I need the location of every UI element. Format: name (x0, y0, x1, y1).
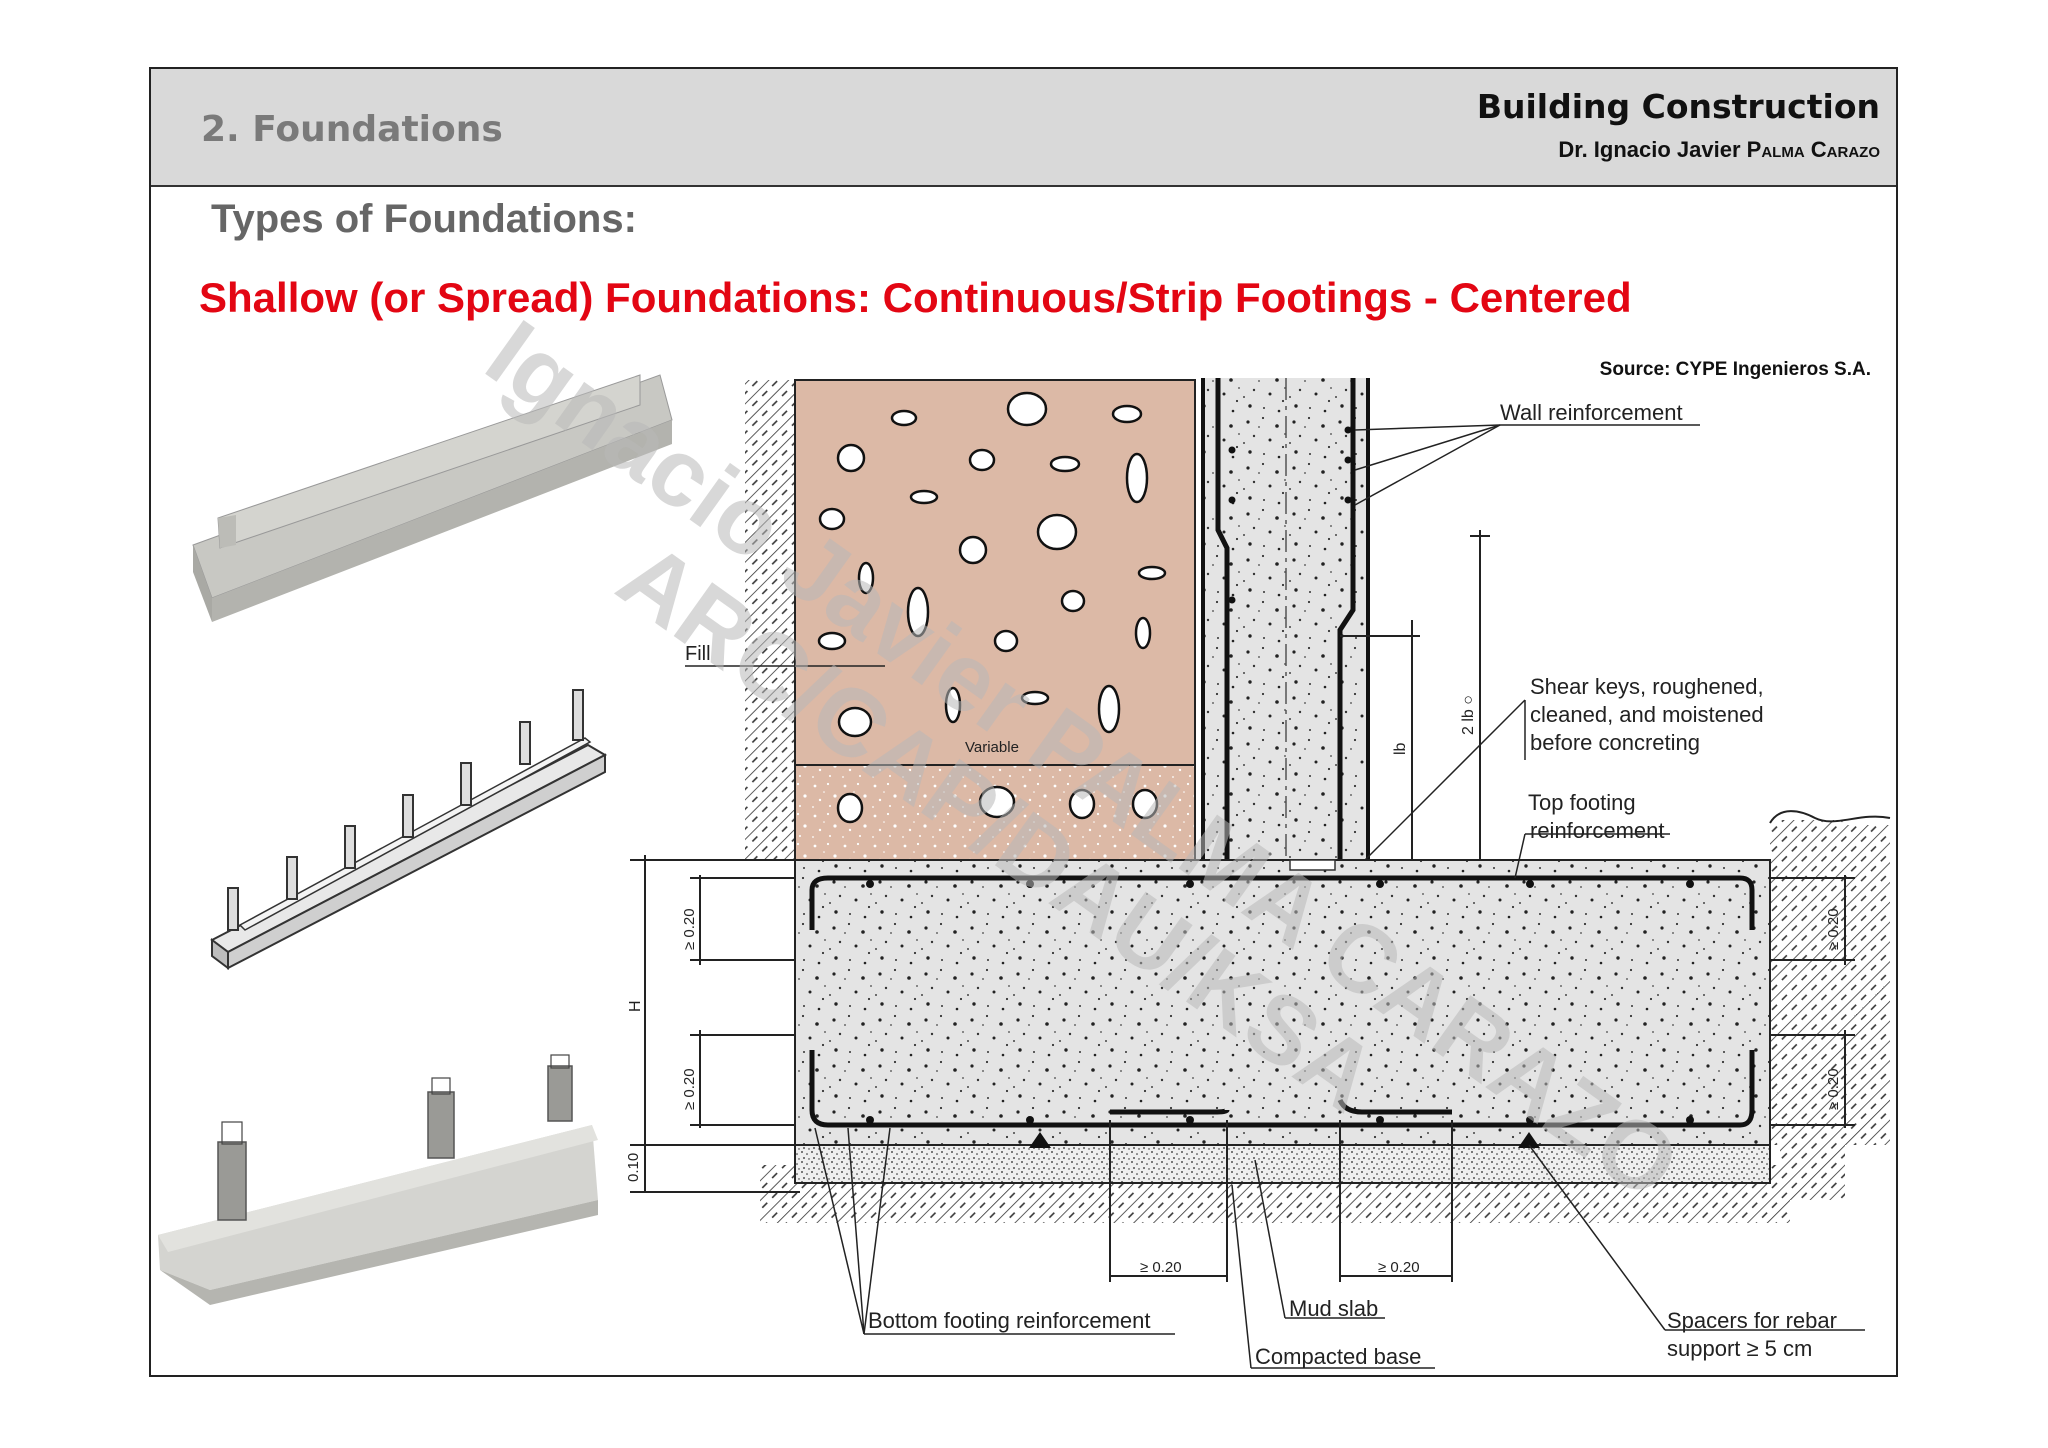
author-surname-2: Carazo (1810, 137, 1880, 162)
label-dim-bottom-1: ≥ 0.20 (1140, 1259, 1182, 1276)
label-shear-keys-line-1: Shear keys, roughened, (1530, 674, 1764, 699)
footing-section-diagram: Wall reinforcement Fill Variable Shear k… (625, 378, 1891, 1369)
author-first-name: Dr. Ignacio Javier (1558, 137, 1747, 162)
label-wall-reinforcement: Wall reinforcement (1500, 400, 1683, 425)
subtitle: Types of Foundations: (211, 197, 637, 241)
label-mud-slab: Mud slab (1289, 1296, 1378, 1321)
strip-footing-render-3 (158, 1054, 598, 1305)
label-variable: Variable (965, 739, 1019, 756)
label-compacted-base: Compacted base (1255, 1344, 1421, 1369)
main-title: Shallow (or Spread) Foundations: Continu… (199, 274, 1632, 321)
label-shear-keys-line-2: cleaned, and moistened (1530, 702, 1764, 727)
label-dim-br: ≥ 0.20 (1825, 1068, 1842, 1110)
label-dim-tr: ≥ 0.20 (1825, 908, 1842, 950)
author-surname-1: Palma (1746, 137, 1805, 162)
label-top-footing-line-1: Top footing (1528, 790, 1636, 815)
label-dim-bl: ≥ 0.20 (681, 1068, 698, 1110)
strip-footing-render-2 (210, 689, 608, 970)
author-name: Dr. Ignacio Javier Palma Carazo (1558, 137, 1880, 163)
label-top-footing-line-2: reinforcement (1530, 818, 1665, 843)
label-bottom-footing: Bottom footing reinforcement (868, 1308, 1150, 1333)
label-dim-mud: 0.10 (625, 1153, 642, 1182)
slide-frame: 2. Foundations Building Construction Dr.… (149, 67, 1898, 1377)
label-fill: Fill (685, 643, 711, 665)
strip-footing-render-1 (192, 374, 673, 622)
label-h: H (627, 1000, 644, 1012)
section-title: 2. Foundations (201, 109, 503, 150)
header-band: 2. Foundations Building Construction Dr.… (151, 69, 1896, 187)
label-spacers-line-2: support ≥ 5 cm (1667, 1336, 1812, 1361)
label-shear-keys-line-3: before concreting (1530, 730, 1700, 755)
course-title: Building Construction (1476, 87, 1880, 126)
label-dim-bottom-2: ≥ 0.20 (1378, 1259, 1420, 1276)
label-spacers-line-1: Spacers for rebar (1667, 1308, 1837, 1333)
label-lb: lb (1392, 742, 1409, 755)
label-two-lb: 2 lb ○ (1460, 695, 1477, 735)
label-dim-tl: ≥ 0.20 (681, 908, 698, 950)
source-credit: Source: CYPE Ingenieros S.A. (1599, 359, 1871, 380)
